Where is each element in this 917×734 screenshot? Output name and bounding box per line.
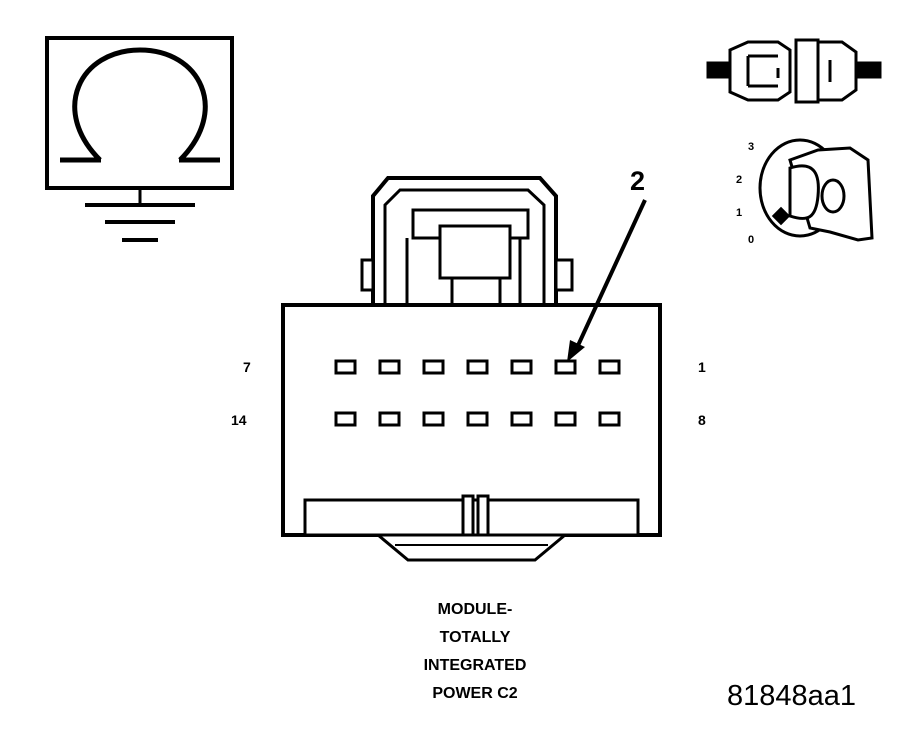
cavity-12 xyxy=(422,411,445,427)
ignition-position-0: 0 xyxy=(748,234,754,246)
cavity-1 xyxy=(598,359,621,375)
cavity-8 xyxy=(598,411,621,427)
connector-caption: MODULE- TOTALLY INTEGRATED POWER C2 xyxy=(380,596,570,708)
cavity-10 xyxy=(510,411,533,427)
ignition-position-2: 2 xyxy=(736,174,742,186)
cavity-label-14: 14 xyxy=(231,412,247,428)
cavity-3 xyxy=(510,359,533,375)
cavity-row-top xyxy=(334,359,621,375)
cavity-pointer-arrow xyxy=(567,199,647,362)
cavity-9 xyxy=(554,411,577,427)
pointer-label: 2 xyxy=(630,166,645,196)
cavity-7 xyxy=(334,359,357,375)
cavity-row-bottom xyxy=(334,411,621,427)
ignition-position-3: 3 xyxy=(748,141,754,153)
ohmmeter-ground-icon xyxy=(45,36,234,242)
disconnected-connector-icon xyxy=(706,38,882,104)
figure-id: 81848aa1 xyxy=(727,680,857,712)
connector-housing xyxy=(281,176,662,562)
cavity-11 xyxy=(466,411,489,427)
cavity-label-8: 8 xyxy=(698,412,706,428)
cavity-4 xyxy=(466,359,489,375)
cavity-13 xyxy=(378,411,401,427)
caption-line-2: TOTALLY xyxy=(439,629,511,646)
caption-line-1: MODULE- xyxy=(437,601,513,618)
cavity-5 xyxy=(422,359,445,375)
caption-line-4: POWER C2 xyxy=(432,685,518,702)
caption-line-3: INTEGRATED xyxy=(423,657,527,674)
cavity-2 xyxy=(554,359,577,375)
cavity-label-7: 7 xyxy=(243,359,251,375)
cavity-6 xyxy=(378,359,401,375)
ignition-position-1: 1 xyxy=(736,207,742,219)
ignition-key-off-icon: 3 2 1 0 xyxy=(736,138,874,246)
cavity-14 xyxy=(334,411,357,427)
cavity-label-1: 1 xyxy=(698,359,706,375)
